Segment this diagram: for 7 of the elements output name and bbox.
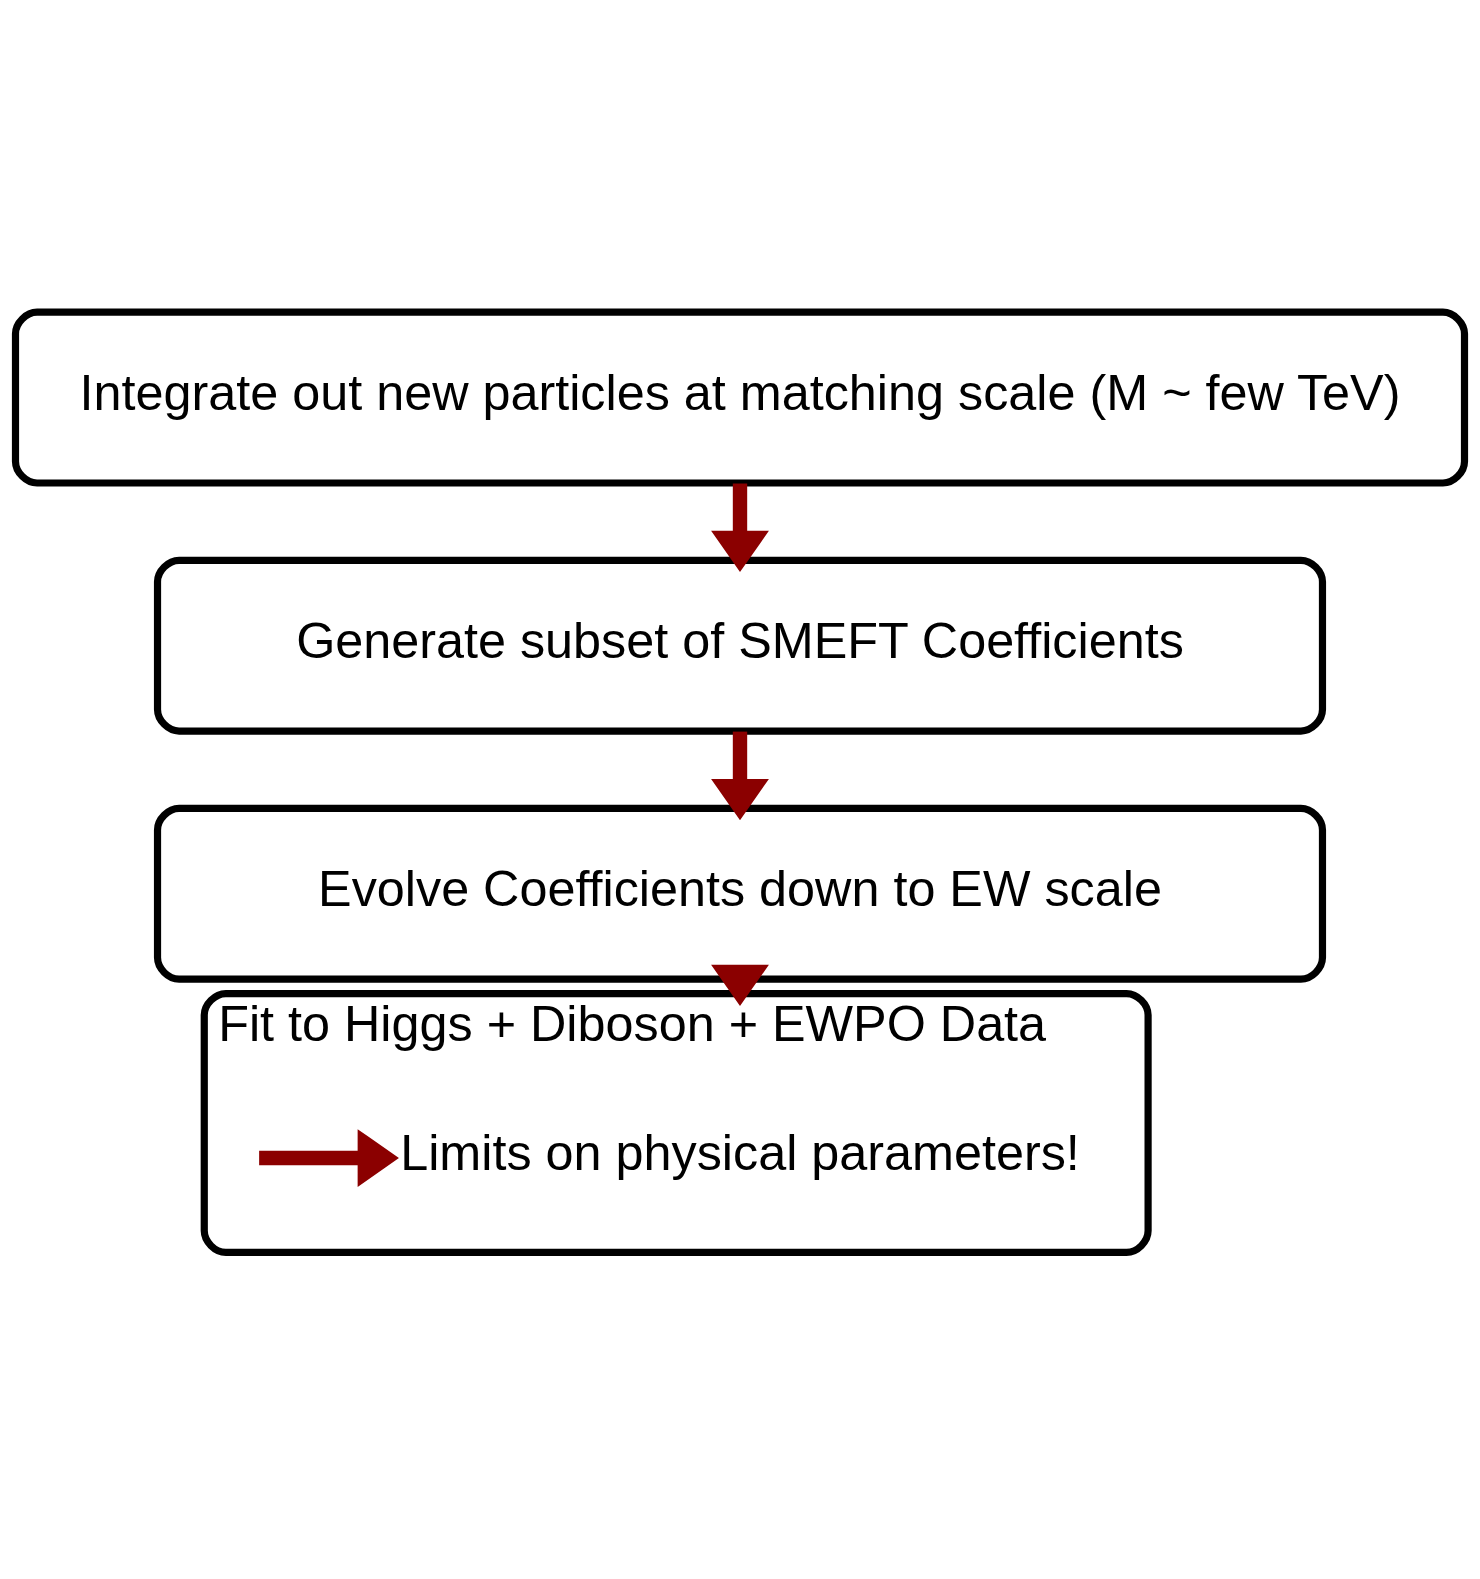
node-box: Generate subset of SMEFT Coefficients	[153, 556, 1327, 735]
arrow	[711, 731, 769, 821]
node-box: Integrate out new particles at matching scale (M ~ few TeV)	[11, 308, 1469, 487]
arrow	[711, 483, 769, 573]
node-text: Limits on physical parameters!	[400, 1124, 1080, 1182]
arrow	[711, 964, 769, 1007]
arrow	[259, 1129, 399, 1187]
